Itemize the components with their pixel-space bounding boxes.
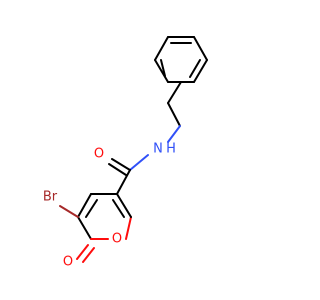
bond (77, 216, 92, 240)
structure-canvas: O N H O O Br (43, 36, 208, 270)
bond (112, 199, 125, 218)
bond (154, 59, 169, 83)
bond (76, 244, 89, 260)
bond (160, 59, 166, 77)
bond (154, 36, 169, 61)
atom-label-carbonyl-oxygen: O (94, 147, 104, 162)
bond (111, 158, 131, 171)
bond (129, 154, 149, 171)
bond (116, 193, 132, 218)
bond (193, 59, 208, 83)
bond (167, 125, 181, 143)
bond (189, 59, 201, 78)
bond (125, 216, 132, 240)
atom-label-bromine: Br (43, 190, 58, 205)
bond (167, 102, 181, 127)
bond (108, 163, 127, 176)
atom-label-nitrogen: N (153, 142, 163, 157)
bond (82, 247, 95, 263)
atom-label-ring-oxygen: O (112, 232, 122, 247)
phenyl-ring (154, 36, 208, 83)
bond (85, 199, 98, 218)
pyranone-ring (77, 193, 132, 240)
bond (167, 81, 182, 104)
molecule-diagram: O N H O O Br (43, 36, 208, 270)
bond (59, 205, 79, 218)
atom-label-lactone-oxygen: O (63, 255, 73, 270)
bond (193, 36, 208, 61)
bond (116, 169, 131, 195)
atom-label-amide-hydrogen: H (166, 142, 176, 157)
bond (77, 193, 92, 218)
